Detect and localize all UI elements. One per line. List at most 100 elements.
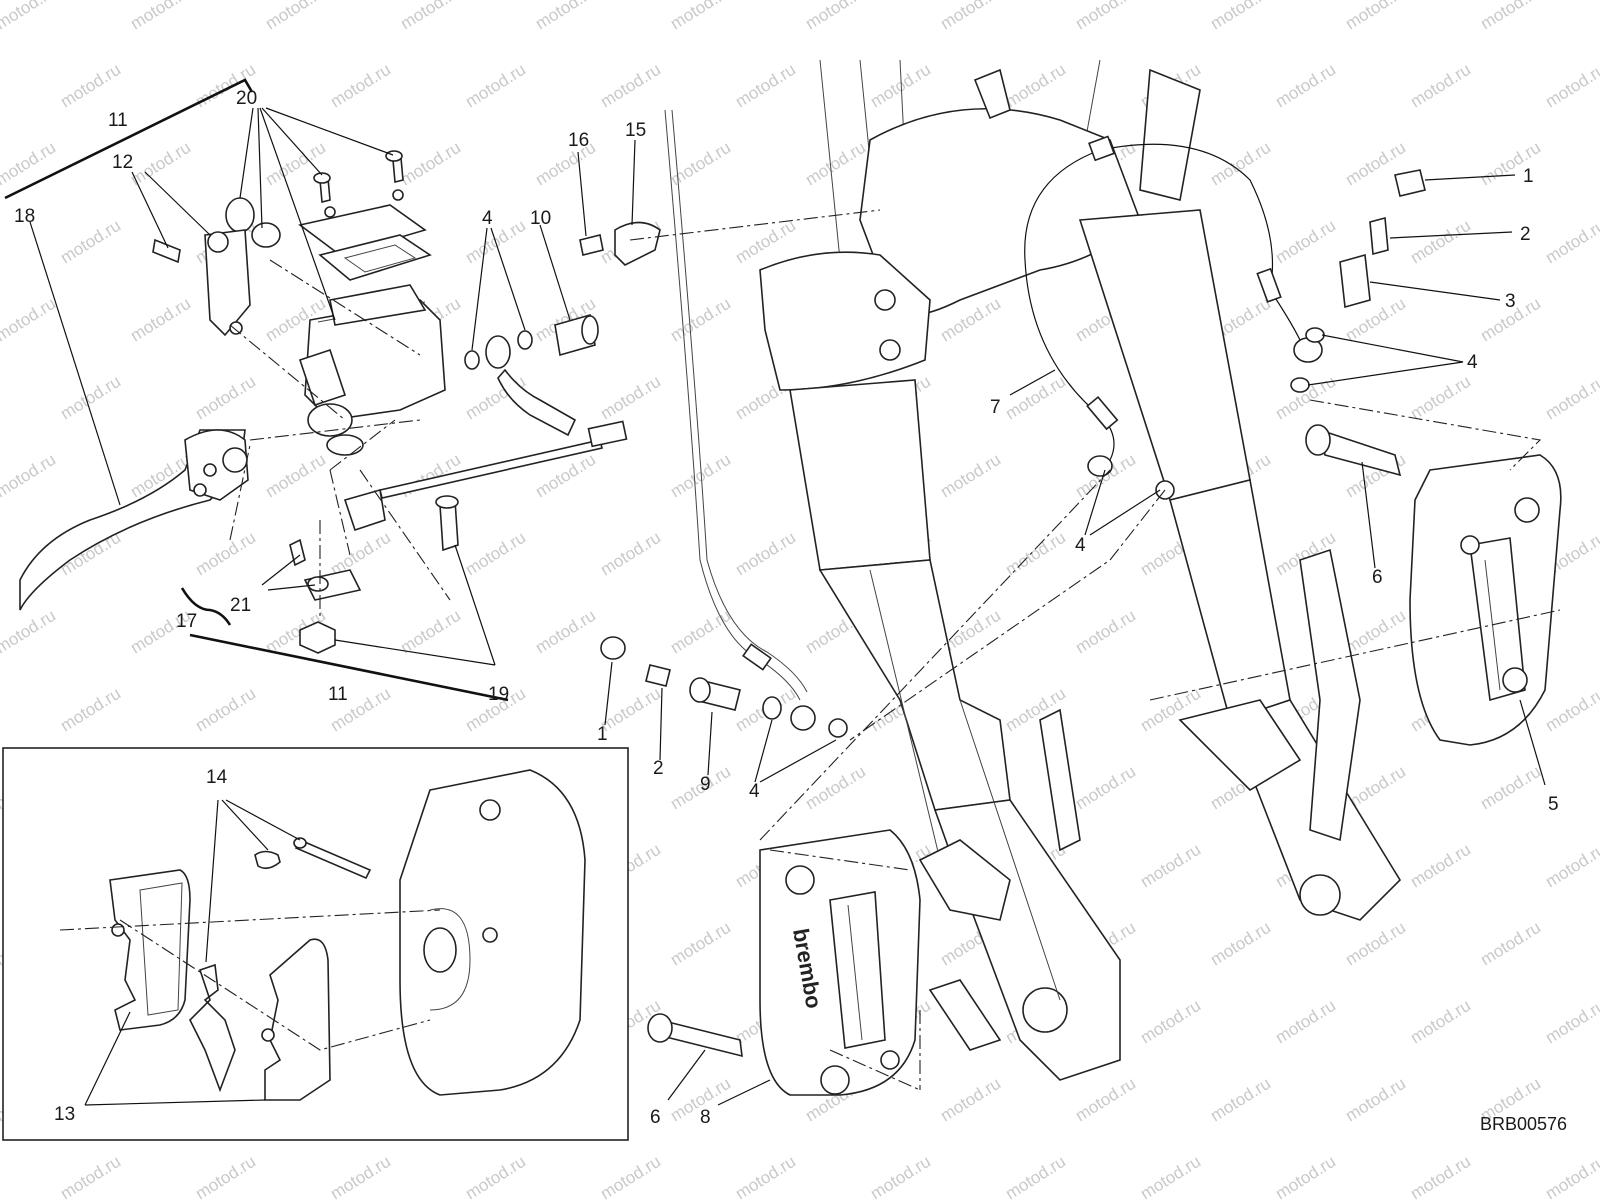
watermark-text: motod.ru — [327, 1152, 394, 1200]
watermark-text: motod.ru — [127, 294, 194, 346]
watermark-text: motod.ru — [802, 138, 869, 190]
watermark-text: motod.ru — [1272, 60, 1339, 112]
label-19: 19 — [488, 684, 509, 705]
watermark-text: motod.ru — [192, 528, 259, 580]
part-labels: 11 12 18 20 16 15 4 10 21 17 11 19 1 2 3… — [14, 88, 1567, 1134]
label-4-mid: 4 — [1075, 535, 1086, 556]
watermark-text: motod.ru — [597, 60, 664, 112]
label-1-top: 1 — [1523, 166, 1534, 187]
label-18: 18 — [14, 206, 35, 227]
watermark-text: motod.ru — [1477, 918, 1544, 970]
watermark-text: motod.ru — [1002, 528, 1069, 580]
label-10: 10 — [530, 208, 551, 229]
watermark-text: motod.ru — [1137, 1152, 1204, 1200]
watermark-text: motod.ru — [532, 606, 599, 658]
drawing-code: BRB00576 — [1480, 1114, 1567, 1134]
watermark-text: motod.ru — [1407, 60, 1474, 112]
watermark-text: motod.ru — [1542, 684, 1600, 736]
watermark-text: motod.ru — [57, 372, 124, 424]
watermark-text: motod.ru — [802, 0, 869, 33]
watermark-text: motod.ru — [937, 450, 1004, 502]
front-fork-illustration — [759, 59, 1402, 1081]
watermark-text: motod.ru — [667, 0, 734, 33]
watermark-text: motod.ru — [57, 216, 124, 268]
group-brackets — [4, 78, 509, 702]
watermark-text: motod.ru — [1072, 0, 1139, 33]
watermark-text: motod.ru — [397, 606, 464, 658]
watermark-text: motod.ru — [1342, 0, 1409, 33]
watermark-text: motod.ru — [1407, 372, 1474, 424]
watermark-text: motod.ru — [937, 0, 1004, 33]
watermark-text: motod.ru — [57, 60, 124, 112]
watermark-text: motod.ru — [1477, 762, 1544, 814]
watermark-text: motod.ru — [1342, 918, 1409, 970]
label-16: 16 — [568, 130, 589, 151]
watermark-text: motod.ru — [937, 1074, 1004, 1126]
watermark-text: motod.ru — [0, 138, 59, 190]
watermark-text: motod.ru — [0, 606, 59, 658]
watermark-text: motod.ru — [1072, 1074, 1139, 1126]
leader-lines — [29, 107, 1546, 1106]
watermark-text: motod.ru — [262, 0, 329, 33]
watermark-text: motod.ru — [1002, 1152, 1069, 1200]
watermark-text: motod.ru — [1542, 372, 1600, 424]
watermark-text: motod.ru — [667, 918, 734, 970]
label-3: 3 — [1505, 291, 1516, 312]
watermark-text: motod.ru — [327, 60, 394, 112]
watermark-text: motod.ru — [57, 1152, 124, 1200]
watermark-text: motod.ru — [1477, 138, 1544, 190]
watermark-text: motod.ru — [1542, 216, 1600, 268]
watermark-text: motod.ru — [597, 372, 664, 424]
watermark-text: motod.ru — [1137, 840, 1204, 892]
watermark-text: motod.ru — [1272, 216, 1339, 268]
label-7: 7 — [990, 397, 1001, 418]
watermark-text: motod.ru — [1542, 840, 1600, 892]
right-banjo-bolt-set — [1290, 169, 1426, 393]
label-6-bottom: 6 — [650, 1107, 661, 1128]
watermark-text: motod.ru — [667, 606, 734, 658]
label-11-bottom: 11 — [328, 684, 348, 705]
label-2-bottom: 2 — [653, 758, 664, 779]
right-caliper — [1305, 424, 1562, 746]
label-11-top: 11 — [108, 110, 128, 131]
watermark-text: motod.ru — [1137, 996, 1204, 1048]
watermark-text: motod.ru — [597, 1152, 664, 1200]
watermark-text: motod.ru — [1207, 918, 1274, 970]
watermark-text: motod.ru — [57, 684, 124, 736]
label-15: 15 — [625, 120, 646, 141]
watermark-text: motod.ru — [1542, 1152, 1600, 1200]
watermark-text: motod.ru — [1407, 1152, 1474, 1200]
watermark-text: motod.ru — [1542, 60, 1600, 112]
label-6-right: 6 — [1372, 567, 1383, 588]
watermark-text: motod.ru — [1272, 1152, 1339, 1200]
watermark-text: motod.ru — [802, 762, 869, 814]
watermark-text: motod.ru — [0, 0, 59, 33]
watermark-text: motod.ru — [597, 528, 664, 580]
watermark-text: motod.ru — [1207, 0, 1274, 33]
watermark-text: motod.ru — [1407, 840, 1474, 892]
watermark-text: motod.ru — [127, 0, 194, 33]
master-cylinder-assembly — [19, 150, 661, 654]
watermark-text: motod.ru — [1272, 996, 1339, 1048]
watermark-text: motod.ru — [732, 1152, 799, 1200]
watermark-text: motod.ru — [667, 138, 734, 190]
watermark-text: motod.ru — [1002, 372, 1069, 424]
watermark-text: motod.ru — [0, 294, 59, 346]
watermark-text: motod.ru — [1072, 606, 1139, 658]
watermark-text: motod.ru — [532, 0, 599, 33]
brake-hose — [1024, 135, 1323, 477]
watermark-text: motod.ru — [192, 372, 259, 424]
watermark-text: motod.ru — [1477, 0, 1544, 33]
watermark-text: motod.ru — [397, 138, 464, 190]
label-1-bottom: 1 — [597, 724, 608, 745]
label-5: 5 — [1548, 794, 1559, 815]
brake-pad-inset — [2, 747, 629, 1141]
watermark-text: motod.ru — [1542, 996, 1600, 1048]
watermark-text: motod.ru — [1072, 762, 1139, 814]
watermark-text: motod.ru — [327, 528, 394, 580]
watermark-text: motod.ru — [1002, 60, 1069, 112]
label-8: 8 — [700, 1107, 711, 1128]
label-4-bottom: 4 — [749, 781, 760, 802]
watermark-text: motod.ru — [1407, 996, 1474, 1048]
